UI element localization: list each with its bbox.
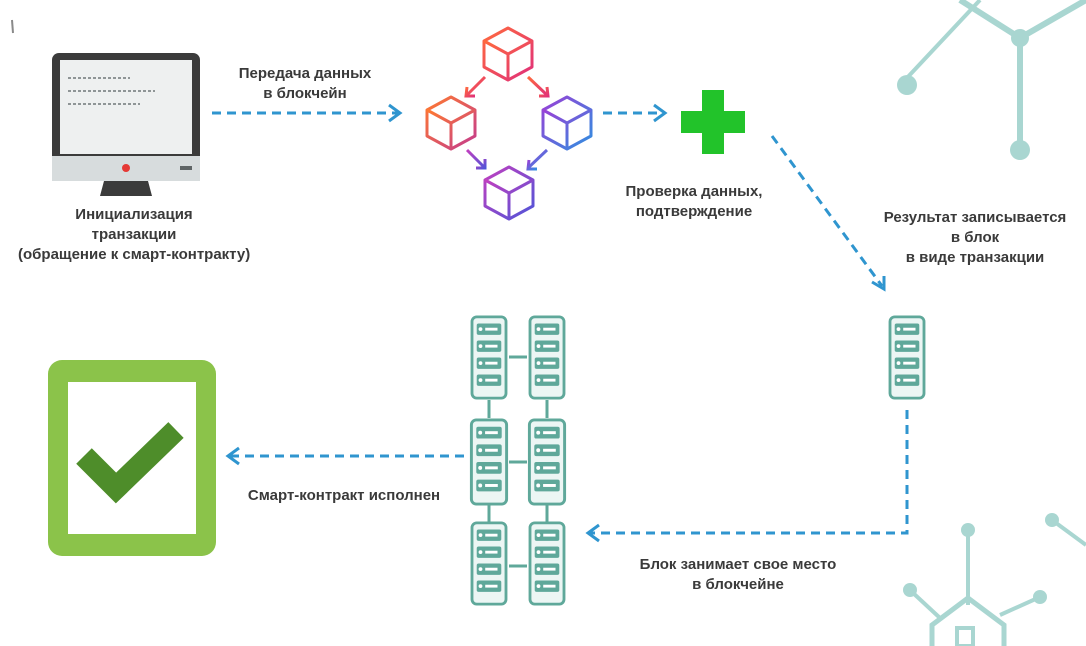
arrow-to-verification [603,103,668,123]
label-record: Результат записывается в блок в виде тра… [870,208,1080,268]
label-place: Блок занимает свое место в блокчейне [620,555,856,595]
label-init-line2: транзакции [91,226,177,243]
checkmark-icon [48,360,216,556]
label-init-line1: Инициализация [75,206,193,223]
label-record-line2: в блок [950,229,1000,246]
label-transfer-line1: Передача данных [238,65,372,82]
computer-monitor-icon [52,53,200,196]
label-record-line3: в виде транзакции [905,249,1045,266]
label-transfer-line2: в блокчейн [263,85,347,102]
label-place-line2: в блокчейне [692,576,784,593]
label-record-line1: Результат записывается [883,209,1067,226]
arrow-to-done [225,446,464,466]
label-done-line1: Смарт-контракт исполнен [247,487,441,504]
plus-icon [681,90,745,154]
blockchain-cubes-icon [425,26,593,221]
network-decoration-icon [897,0,1086,160]
label-place-line1: Блок занимает свое место [639,556,837,573]
corner-mark [11,19,14,34]
arrow-to-cluster [585,410,909,543]
house-network-icon [903,513,1086,646]
label-verify-line1: Проверка данных, [625,183,763,200]
label-verify-line2: подтверждение [635,203,753,220]
server-icon [888,315,926,400]
label-init: Инициализация транзакции (обращение к см… [18,205,250,265]
label-verify: Проверка данных, подтверждение [604,182,784,222]
arrow-to-record [770,135,886,292]
label-transfer: Передача данных в блокчейн [215,64,395,104]
arrow-to-blockchain [212,103,403,123]
label-init-line3: (обращение к смарт-контракту) [18,246,251,263]
label-done: Смарт-контракт исполнен [232,486,456,506]
server-cluster-icon [469,315,567,606]
